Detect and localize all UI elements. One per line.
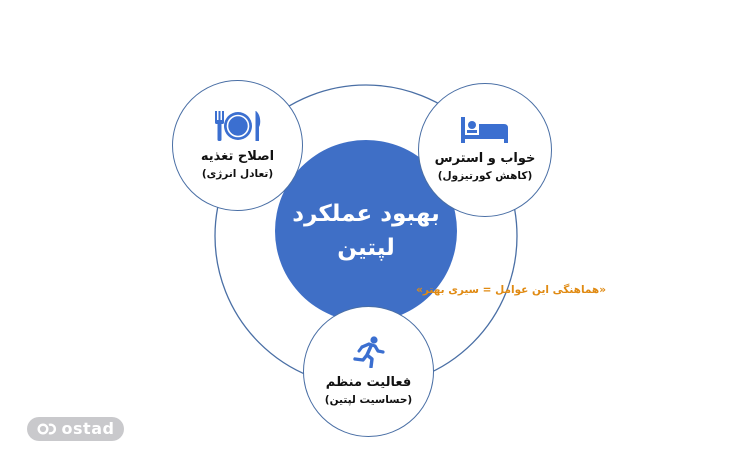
ostad-logo-mark-icon [37,423,56,435]
node-title: اصلاح تغذیه [200,148,275,164]
running-person-icon [352,335,385,368]
node-nutrition: اصلاح تغذیه (تعادل انرژی) [172,80,303,211]
synergy-note: «هماهنگی این عوامل = سیری بهتر» [416,284,606,296]
bed-icon [461,117,508,143]
node-title: فعالیت منظم [325,374,412,390]
center-title-line1: بهبود عملکرد [292,201,440,227]
node-activity: فعالیت منظم (حساسیت لپتین) [303,306,434,437]
fork-plate-knife-icon [214,110,260,141]
node-subtitle: (حساسیت لپتین) [324,393,413,406]
logo-text: ostad [61,419,115,438]
node-subtitle: (کاهش کورتیزول) [437,170,533,182]
node-sleep-stress: خواب و استرس (کاهش کورتیزول) [418,83,552,217]
node-title: خواب و استرس [434,151,536,166]
center-title-line2: لپتین [337,235,395,261]
node-subtitle: (تعادل انرژی) [201,167,274,180]
ostad-logo: ostad [27,417,124,441]
